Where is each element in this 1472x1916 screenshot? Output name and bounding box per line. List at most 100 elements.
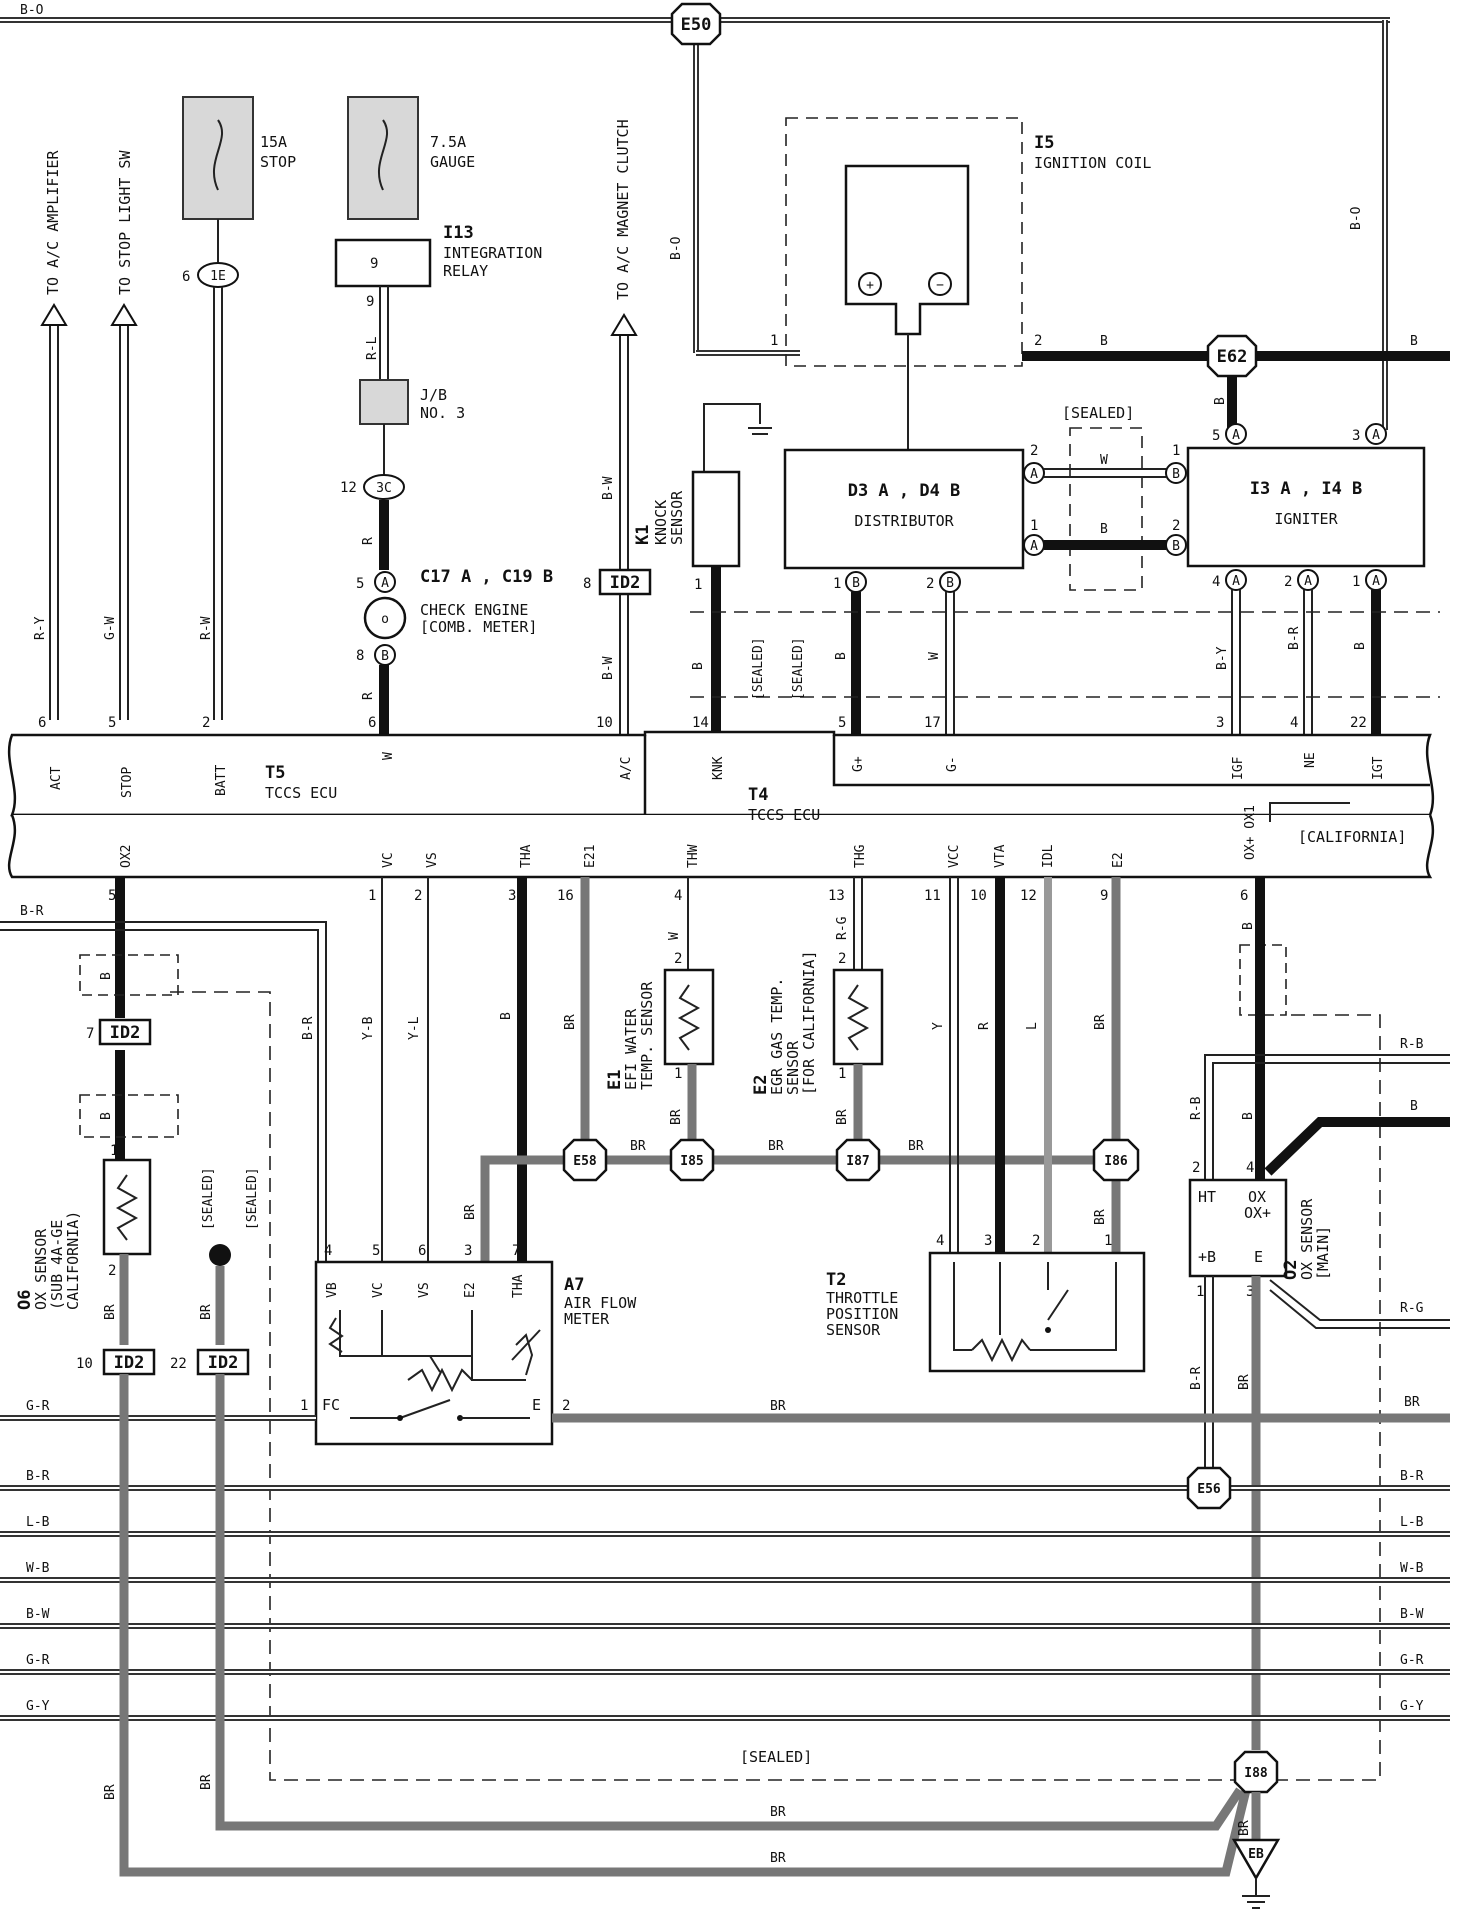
svg-text:4: 4 bbox=[1212, 574, 1220, 590]
coil-b-wire: B B E62 B bbox=[1022, 334, 1450, 432]
svg-text:BR: BR bbox=[768, 1139, 784, 1154]
svg-text:12: 12 bbox=[1020, 888, 1037, 904]
svg-text:B: B bbox=[499, 1012, 514, 1020]
svg-text:ID2: ID2 bbox=[610, 573, 641, 593]
svg-text:STOP: STOP bbox=[120, 767, 135, 798]
svg-text:E: E bbox=[1254, 1248, 1263, 1266]
distributor: D3 A , D4 B DISTRIBUTOR A A 2 1 B 1 B 2 … bbox=[783, 443, 1045, 735]
svg-text:2: 2 bbox=[414, 888, 422, 904]
svg-text:BR: BR bbox=[199, 1304, 214, 1320]
svg-text:+: + bbox=[866, 278, 874, 293]
svg-text:VS: VS bbox=[417, 1282, 432, 1298]
connector-e58: E58 bbox=[562, 1138, 608, 1182]
svg-text:I5: I5 bbox=[1034, 133, 1054, 153]
svg-text:B: B bbox=[1172, 467, 1180, 482]
ox-sensor-main: B B R-B R-B B 2 4 HT OX OX+ +B E 1 3 B-R… bbox=[1188, 877, 1450, 1750]
svg-text:KNOCK: KNOCK bbox=[652, 500, 670, 545]
svg-text:THROTTLE: THROTTLE bbox=[826, 1289, 898, 1307]
svg-text:G-R: G-R bbox=[26, 1653, 50, 1668]
svg-text:EFI WATER: EFI WATER bbox=[622, 1008, 640, 1090]
svg-text:G+: G+ bbox=[851, 756, 866, 772]
afm-signal-wires: Y-B Y-L B bbox=[361, 877, 527, 1262]
svg-text:B: B bbox=[946, 576, 954, 591]
svg-text:BR: BR bbox=[630, 1139, 646, 1154]
svg-text:D3 A , D4 B: D3 A , D4 B bbox=[848, 481, 961, 501]
svg-text:5: 5 bbox=[356, 576, 364, 592]
svg-text:RELAY: RELAY bbox=[443, 262, 488, 280]
svg-text:3: 3 bbox=[984, 1233, 992, 1249]
svg-text:BATT: BATT bbox=[214, 765, 229, 796]
connector-e56: E56 bbox=[1186, 1466, 1232, 1510]
connector-i86: I86 bbox=[1092, 1138, 1140, 1182]
svg-text:E2: E2 bbox=[751, 1075, 771, 1095]
igniter: I3 A , I4 B IGNITER B B 1 2 A 5 A 3 A 4 … bbox=[1165, 423, 1426, 735]
svg-text:A: A bbox=[1232, 428, 1240, 443]
svg-text:B: B bbox=[1213, 397, 1228, 405]
svg-text:TO A/C AMPLIFIER: TO A/C AMPLIFIER bbox=[44, 150, 62, 295]
svg-text:B: B bbox=[1100, 334, 1108, 349]
svg-text:1: 1 bbox=[1104, 1233, 1112, 1249]
svg-text:B-Y: B-Y bbox=[1215, 646, 1230, 670]
svg-text:BR: BR bbox=[669, 1109, 684, 1125]
svg-text:13: 13 bbox=[828, 888, 845, 904]
svg-text:1E: 1E bbox=[210, 269, 226, 284]
svg-text:2: 2 bbox=[202, 715, 210, 731]
svg-text:B: B bbox=[691, 662, 706, 670]
svg-text:2: 2 bbox=[1032, 1233, 1040, 1249]
svg-text:INTEGRATION: INTEGRATION bbox=[443, 244, 542, 262]
svg-text:R: R bbox=[977, 1022, 992, 1030]
connector-i85: I85 bbox=[669, 1138, 715, 1182]
svg-text:6: 6 bbox=[182, 269, 190, 285]
svg-text:R-B: R-B bbox=[1400, 1037, 1424, 1052]
svg-text:W: W bbox=[1100, 453, 1108, 468]
svg-text:KNK: KNK bbox=[711, 756, 726, 780]
svg-text:W: W bbox=[381, 752, 396, 760]
svg-text:METER: METER bbox=[564, 1310, 610, 1328]
svg-text:Y-B: Y-B bbox=[361, 1016, 376, 1040]
svg-text:8: 8 bbox=[583, 576, 591, 592]
svg-text:8: 8 bbox=[356, 648, 364, 664]
integration-relay: 9 I13 INTEGRATION RELAY 9 R-L bbox=[334, 223, 542, 380]
ac-clutch-output: TO A/C MAGNET CLUTCH B-W ID2 8 B-W bbox=[583, 119, 652, 735]
svg-text:G-: G- bbox=[945, 756, 960, 772]
svg-text:A: A bbox=[1372, 428, 1380, 443]
svg-text:4: 4 bbox=[324, 1243, 332, 1259]
svg-text:2: 2 bbox=[1030, 443, 1038, 459]
svg-text:B: B bbox=[1241, 922, 1256, 930]
svg-text:B: B bbox=[1100, 522, 1108, 537]
svg-text:W-B: W-B bbox=[1400, 1561, 1424, 1576]
svg-text:VCC: VCC bbox=[947, 845, 962, 868]
svg-text:DISTRIBUTOR: DISTRIBUTOR bbox=[854, 512, 954, 530]
egr-temp-sensor: R-G 2 1 BR E2 EGR GAS TEMP. SENSOR [FOR … bbox=[751, 877, 884, 1140]
ecu-top-pins: 6 ACT 5 STOP 2 BATT 6 W 10 A/C 14 KNK 5 … bbox=[38, 715, 1386, 798]
svg-text:6: 6 bbox=[38, 715, 46, 731]
svg-text:10: 10 bbox=[970, 888, 987, 904]
svg-text:5: 5 bbox=[1212, 428, 1220, 444]
svg-text:GAUGE: GAUGE bbox=[430, 153, 475, 171]
svg-text:CHECK ENGINE: CHECK ENGINE bbox=[420, 601, 528, 619]
svg-text:I87: I87 bbox=[846, 1154, 869, 1169]
bo-right-label: B-O bbox=[1349, 206, 1364, 230]
svg-text:BR: BR bbox=[1093, 1014, 1108, 1030]
svg-text:G-R: G-R bbox=[1400, 1653, 1424, 1668]
svg-text:7: 7 bbox=[86, 1026, 94, 1042]
svg-text:B: B bbox=[381, 649, 389, 664]
sealed-ground: BR ID2 22 [SEALED] [SEALED] bbox=[170, 1167, 260, 1376]
dist-igniter-wires: [SEALED] W B bbox=[1044, 404, 1166, 591]
svg-text:E21: E21 bbox=[583, 845, 598, 868]
svg-text:L-B: L-B bbox=[26, 1515, 50, 1530]
svg-text:W-B: W-B bbox=[26, 1561, 50, 1576]
connector-i88: I88 BR bbox=[1233, 1750, 1279, 1840]
svg-text:R-G: R-G bbox=[1400, 1301, 1424, 1316]
svg-text:3: 3 bbox=[1216, 715, 1224, 731]
svg-text:BR: BR bbox=[563, 1014, 578, 1030]
svg-text:R-L: R-L bbox=[365, 336, 380, 360]
svg-text:1: 1 bbox=[838, 1066, 846, 1082]
ecu-bottom-pins: OX2 5 VC 1 VS 2 THA 3 E21 16 THW 4 THG 1… bbox=[108, 802, 1406, 904]
svg-text:OX2: OX2 bbox=[119, 845, 134, 868]
svg-text:BR: BR bbox=[103, 1304, 118, 1320]
svg-text:ID2: ID2 bbox=[208, 1353, 239, 1373]
svg-text:OX+ OX1: OX+ OX1 bbox=[1243, 805, 1258, 860]
svg-text:OX SENSOR: OX SENSOR bbox=[32, 1228, 50, 1310]
